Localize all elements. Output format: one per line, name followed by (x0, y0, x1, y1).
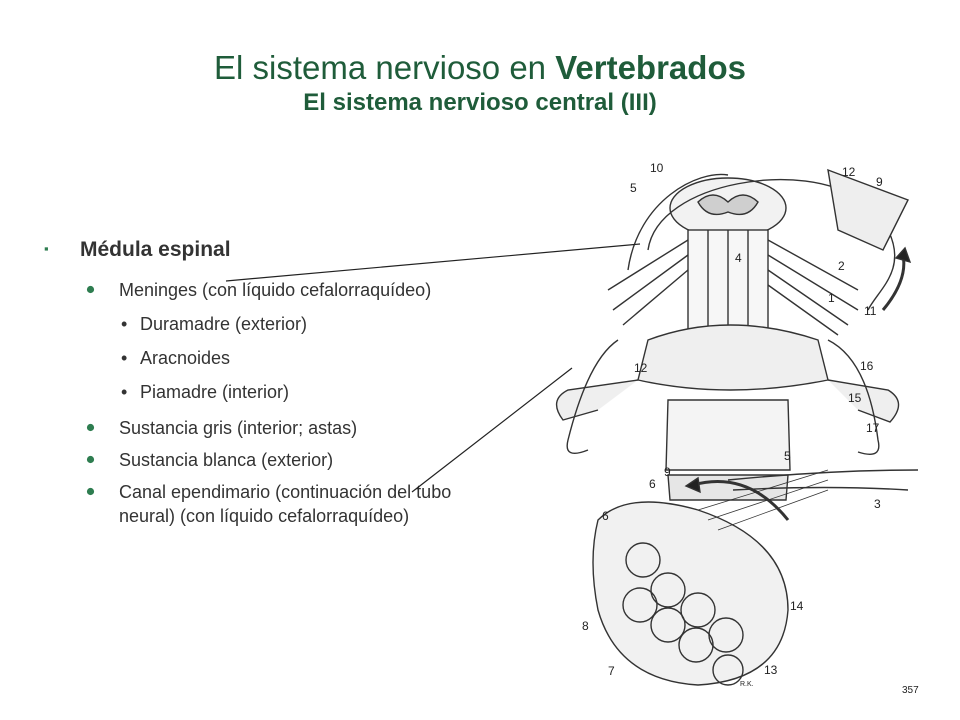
dot-bullet-icon: • (121, 314, 128, 334)
sub-list-item: • Duramadre (exterior) (44, 312, 484, 336)
figure-label: 2 (838, 259, 845, 273)
figure-label: 12 (842, 165, 856, 179)
item-text: Sustancia gris (interior; astas) (119, 418, 358, 438)
figure-label: 11 (864, 304, 877, 318)
item-text: Meninges (con líquido cefalorraquídeo) (119, 280, 432, 300)
title-prefix: El sistema nervioso en (214, 49, 556, 86)
heading-item: ▪ Médula espinal (44, 238, 484, 272)
figure-label: 6 (602, 509, 609, 523)
figure-label: 4 (735, 251, 742, 265)
figure-label: 5 (784, 449, 791, 463)
slide-title: El sistema nervioso en Vertebrados El si… (0, 48, 960, 118)
list-item: Meninges (con líquido cefalorraquídeo) (44, 278, 484, 302)
title-line-1: El sistema nervioso en Vertebrados (0, 48, 960, 88)
figure-label: 14 (790, 599, 804, 613)
dot-bullet-icon: • (121, 382, 128, 402)
bullet-list: ▪ Médula espinal Meninges (con líquido c… (44, 238, 484, 528)
ball-bullet-icon (86, 455, 95, 464)
dot-bullet-icon: • (121, 348, 128, 368)
figure-label: 1 (828, 291, 835, 305)
figure-label: 17 (866, 421, 880, 435)
figure-label: 5 (630, 181, 637, 195)
figure-label: 9 (876, 175, 883, 189)
subitem-text: Aracnoides (140, 348, 231, 368)
figure-label: 12 (634, 361, 648, 375)
item-text: Canal ependimario (continuación del tubo… (119, 482, 452, 526)
title-line-2: El sistema nervioso central (III) (303, 89, 657, 116)
illustrator-signature: R.K. (740, 681, 754, 688)
figure-label: 3 (874, 497, 881, 511)
figure-label: 13 (764, 663, 778, 677)
subitem-text: Duramadre (exterior) (140, 314, 308, 334)
ball-bullet-icon (86, 285, 95, 294)
figure-label: 9 (664, 465, 671, 479)
ball-bullet-icon (86, 423, 95, 432)
figure-label: 8 (582, 619, 589, 633)
list-item: Canal ependimario (continuación del tubo… (44, 480, 479, 528)
list-item: Sustancia blanca (exterior) (44, 448, 484, 472)
list-item: Sustancia gris (interior; astas) (44, 416, 484, 440)
heading-text: Médula espinal (80, 238, 231, 261)
figure-label: 6 (649, 477, 656, 491)
figure-label: 10 (650, 161, 664, 175)
sub-list-item: • Piamadre (interior) (44, 380, 484, 404)
item-text: Sustancia blanca (exterior) (119, 450, 334, 470)
square-bullet-icon: ▪ (44, 241, 49, 256)
sub-list-item: • Aracnoides (44, 346, 484, 370)
figure-label: 15 (848, 391, 862, 405)
title-bold-word: Vertebrados (555, 49, 746, 86)
figure-label: 16 (860, 359, 874, 373)
spinal-cord-illustration: 10 5 12 9 4 2 1 11 12 16 15 17 5 9 6 3 6… (555, 161, 919, 696)
figure-label: 7 (608, 664, 615, 678)
ball-bullet-icon (86, 487, 95, 496)
subitem-text: Piamadre (interior) (140, 382, 290, 402)
page-number: 357 (902, 685, 919, 696)
